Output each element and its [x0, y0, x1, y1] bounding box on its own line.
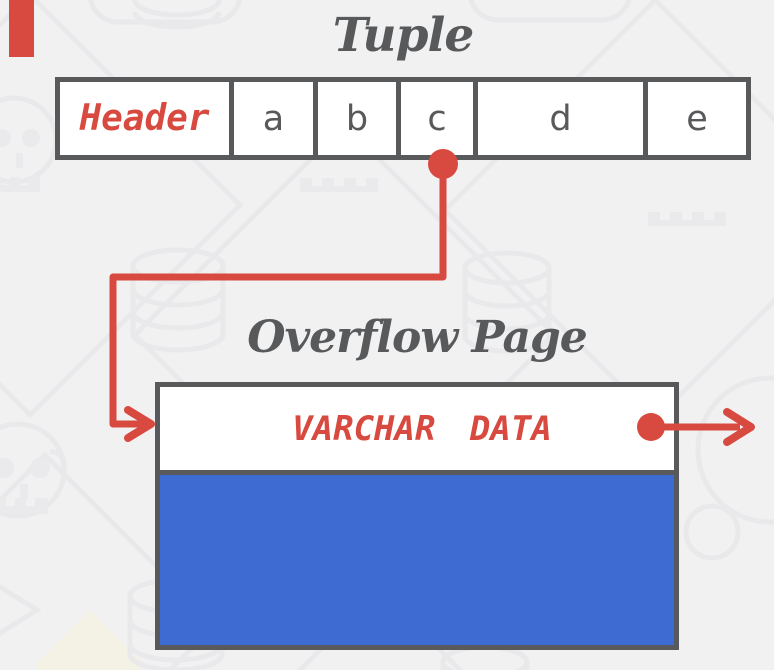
overflow-page-title: Overflow Page [247, 312, 587, 363]
overflow-data-fill [160, 475, 674, 645]
tuple-cell-a: a [229, 82, 313, 155]
cloud-icon [468, 0, 632, 23]
skull-teeth-icon [648, 212, 726, 226]
tuple-row: Header a b c d e [55, 77, 751, 160]
diamond-icon [296, 586, 464, 670]
skull-icon [0, 95, 59, 192]
circle-icon [683, 503, 741, 561]
red-corner-shape [9, 0, 34, 57]
tuple-cell-c: c [396, 82, 473, 155]
skull-icon [0, 421, 67, 519]
skull-teeth-icon [300, 178, 378, 192]
cloud-icon [88, 0, 242, 25]
tuple-cell-d: d [473, 82, 643, 155]
database-icon [462, 250, 552, 354]
diamond-icon [0, 584, 42, 636]
tuple-cell-header: Header [60, 82, 229, 155]
varchar-data-row: VARCHAR DATA [160, 387, 674, 475]
overflow-page-box: VARCHAR DATA [155, 382, 679, 650]
diamond-icon [35, 610, 145, 670]
tuple-cell-e: e [643, 82, 746, 155]
tuple-cell-b: b [313, 82, 396, 155]
circle-icon [695, 375, 774, 525]
varchar-data-label: VARCHAR DATA [292, 408, 552, 449]
database-icon [132, 0, 222, 30]
tuple-title: Tuple [332, 8, 474, 63]
